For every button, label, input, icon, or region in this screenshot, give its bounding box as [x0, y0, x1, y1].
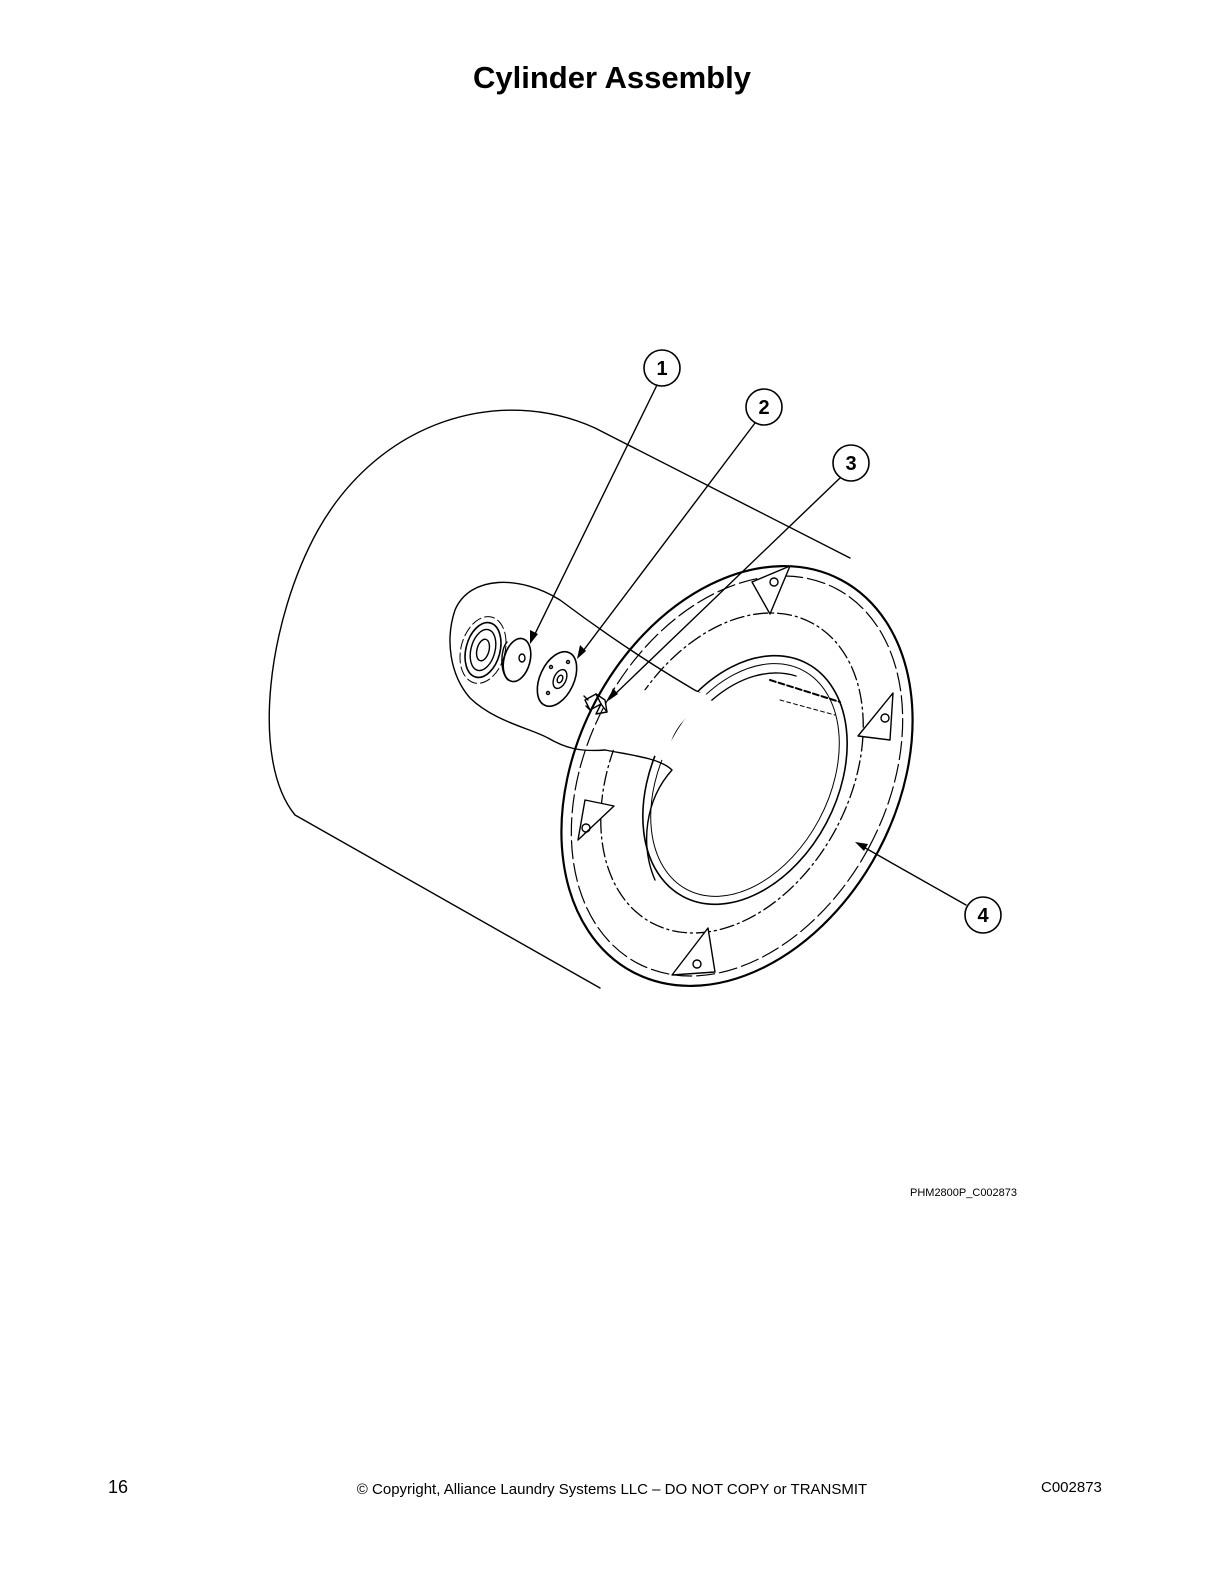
callout-3-label: 3: [845, 453, 856, 475]
bolt-icon: [581, 823, 591, 833]
callout-3: 3: [832, 444, 870, 482]
lifter-gusset: [751, 565, 791, 615]
bolt-icon: [769, 577, 779, 587]
lifter-gusset: [857, 692, 894, 741]
front-ring-outer-dash: [570, 575, 904, 977]
part-3-bolt: [583, 693, 608, 715]
footer-page-number: 16: [108, 1477, 129, 1497]
callout-4: 4: [964, 896, 1002, 934]
callout-2: 2: [745, 388, 783, 426]
leader-line-2: [579, 422, 756, 656]
leader-line-1: [531, 384, 658, 641]
callout-2-label: 2: [758, 397, 769, 419]
cutaway-mask: [608, 688, 715, 770]
part-1-washer: [501, 637, 532, 683]
callout-1: 1: [643, 349, 681, 387]
lifter-gusset: [671, 927, 716, 976]
leader-line-3: [611, 477, 841, 698]
cutaway-edge-lower: [604, 749, 673, 881]
page-title: Cylinder Assembly: [473, 60, 751, 95]
front-ring-outer-edge: [560, 564, 914, 988]
callout-1-label: 1: [656, 358, 667, 380]
front-ring-dashdot: [600, 612, 864, 934]
bolt-icon: [880, 713, 890, 723]
cutaway-edge-upper: [711, 672, 797, 701]
internal-rib: [779, 699, 836, 716]
arrowhead-3: [608, 688, 618, 701]
front-opening-inner: [650, 663, 840, 897]
arrowhead-4: [855, 842, 868, 851]
leader-line-4: [859, 844, 967, 906]
cylinder-shell: [268, 409, 851, 989]
drawing-id: PHM2800P_C002873: [910, 1187, 1018, 1199]
arrowhead-2: [577, 645, 586, 659]
part-2-flange: [536, 650, 578, 708]
front-opening-outer: [642, 654, 848, 906]
footer-document-code: C002873: [1041, 1479, 1102, 1496]
footer-copyright: © Copyright, Alliance Laundry Systems LL…: [356, 1481, 868, 1498]
lifter-gusset: [577, 799, 615, 841]
hub-bearing: [459, 616, 507, 684]
internal-rib: [769, 679, 841, 703]
arrowhead-1: [530, 630, 538, 644]
bolt-icon: [692, 959, 702, 969]
callout-4-label: 4: [977, 905, 989, 927]
